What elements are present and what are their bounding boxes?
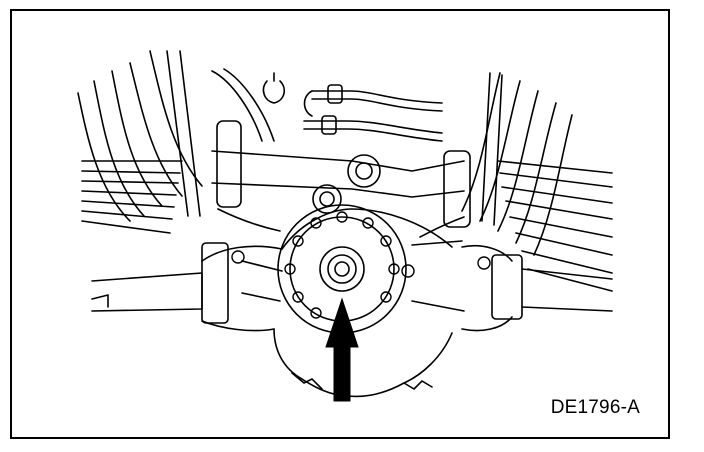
figure-frame: DE1796-A — [10, 9, 670, 439]
brake-lines — [211, 68, 443, 142]
indicator-arrow — [325, 297, 359, 402]
upper-control-arm — [211, 120, 471, 228]
underbody-brackets — [217, 208, 465, 312]
frame-rails — [166, 50, 503, 226]
left-wheel-well-lines — [77, 50, 203, 234]
figure-reference-code: DE1796-A — [550, 397, 640, 418]
cover-bolts — [231, 211, 491, 319]
right-wheel-well-lines — [461, 72, 613, 292]
rear-axle-differential-illustration — [77, 50, 613, 402]
axle-housing — [91, 242, 613, 332]
